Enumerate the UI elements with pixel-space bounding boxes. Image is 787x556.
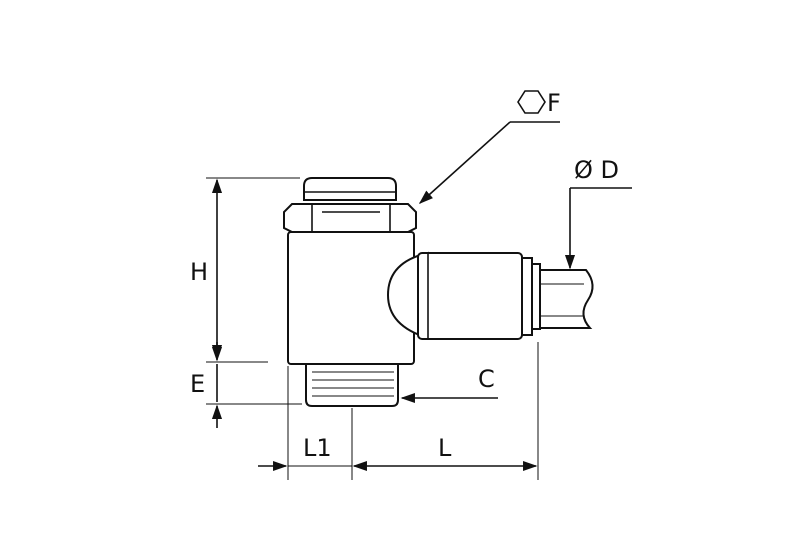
side-branch — [386, 251, 594, 340]
label-f: F — [547, 89, 561, 117]
hex-nut — [283, 203, 417, 233]
length-dimensions: L1 L — [258, 342, 539, 480]
top-cap — [303, 177, 397, 201]
label-e: E — [190, 370, 205, 398]
label-h: H — [190, 258, 208, 286]
collet-ring-2 — [531, 263, 541, 330]
label-l: L — [438, 434, 452, 462]
thread-stub — [305, 363, 399, 407]
thread-e-dimension: E — [190, 342, 302, 428]
label-c: C — [478, 365, 495, 393]
leader-f — [418, 121, 511, 204]
diameter-d-callout: Ø D — [564, 156, 632, 270]
hexagon-icon — [517, 90, 546, 114]
height-h-dimension: H — [190, 177, 300, 363]
label-diameter-d: Ø D — [574, 156, 619, 184]
collet-ring — [521, 257, 533, 336]
label-l1: L1 — [303, 434, 332, 462]
hex-f-callout: F — [418, 89, 561, 204]
branch-body — [417, 252, 523, 340]
tube — [539, 269, 594, 329]
fitting-body — [283, 177, 417, 407]
thread-c-callout: C — [400, 365, 498, 404]
